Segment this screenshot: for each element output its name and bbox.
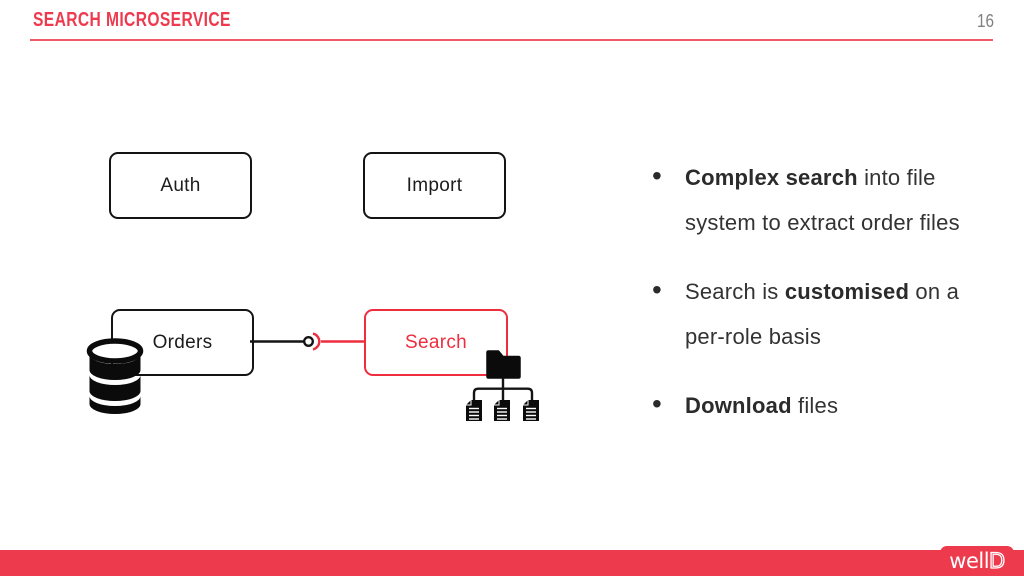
bullet-text-segment: Complex search [685,165,858,190]
bullet-item-complex-search: Complex search into file system to extra… [652,153,990,245]
bullet-text-segment: customised [784,279,910,304]
bullet-text-segment: Search is [685,279,785,304]
header-rule [30,39,993,41]
bullet-text-segment: files [791,393,839,418]
page-title: SEARCH MICROSERVICE [33,9,231,31]
file-icon [466,400,482,421]
bullet-item-download-files: Download files [652,381,990,428]
footer-bar [0,550,1024,576]
file-icon [494,400,510,421]
folder-tree-lines [472,378,534,400]
bullet-text-segment: Download [685,393,792,418]
node-orders-label: Orders [152,331,213,353]
bullet-item-customised-search: Search is customised on a per-role basis [652,267,990,359]
node-search-label: Search [404,331,467,353]
welld-logo-d: D [988,548,1005,573]
welld-logo-text: well [949,549,990,573]
diagram-node-auth: Auth [109,152,252,219]
ball-interface-icon [303,336,315,348]
page-number: 16 [976,11,994,31]
diagram-node-search: Search [364,309,508,376]
bullet-text-segment: into file system to extract order files [685,165,960,235]
node-auth-label: Auth [160,174,201,196]
file-icon [523,400,539,421]
bullet-list: Complex search into file system to extra… [652,153,990,452]
socket-interface-icon [312,332,321,351]
bullet-text-segment: on a per-role basis [685,279,960,349]
diagram-node-import: Import [363,152,506,219]
ball-and-socket-connector [250,332,364,351]
node-import-label: Import [406,174,463,196]
diagram-node-orders: Orders [111,309,254,376]
